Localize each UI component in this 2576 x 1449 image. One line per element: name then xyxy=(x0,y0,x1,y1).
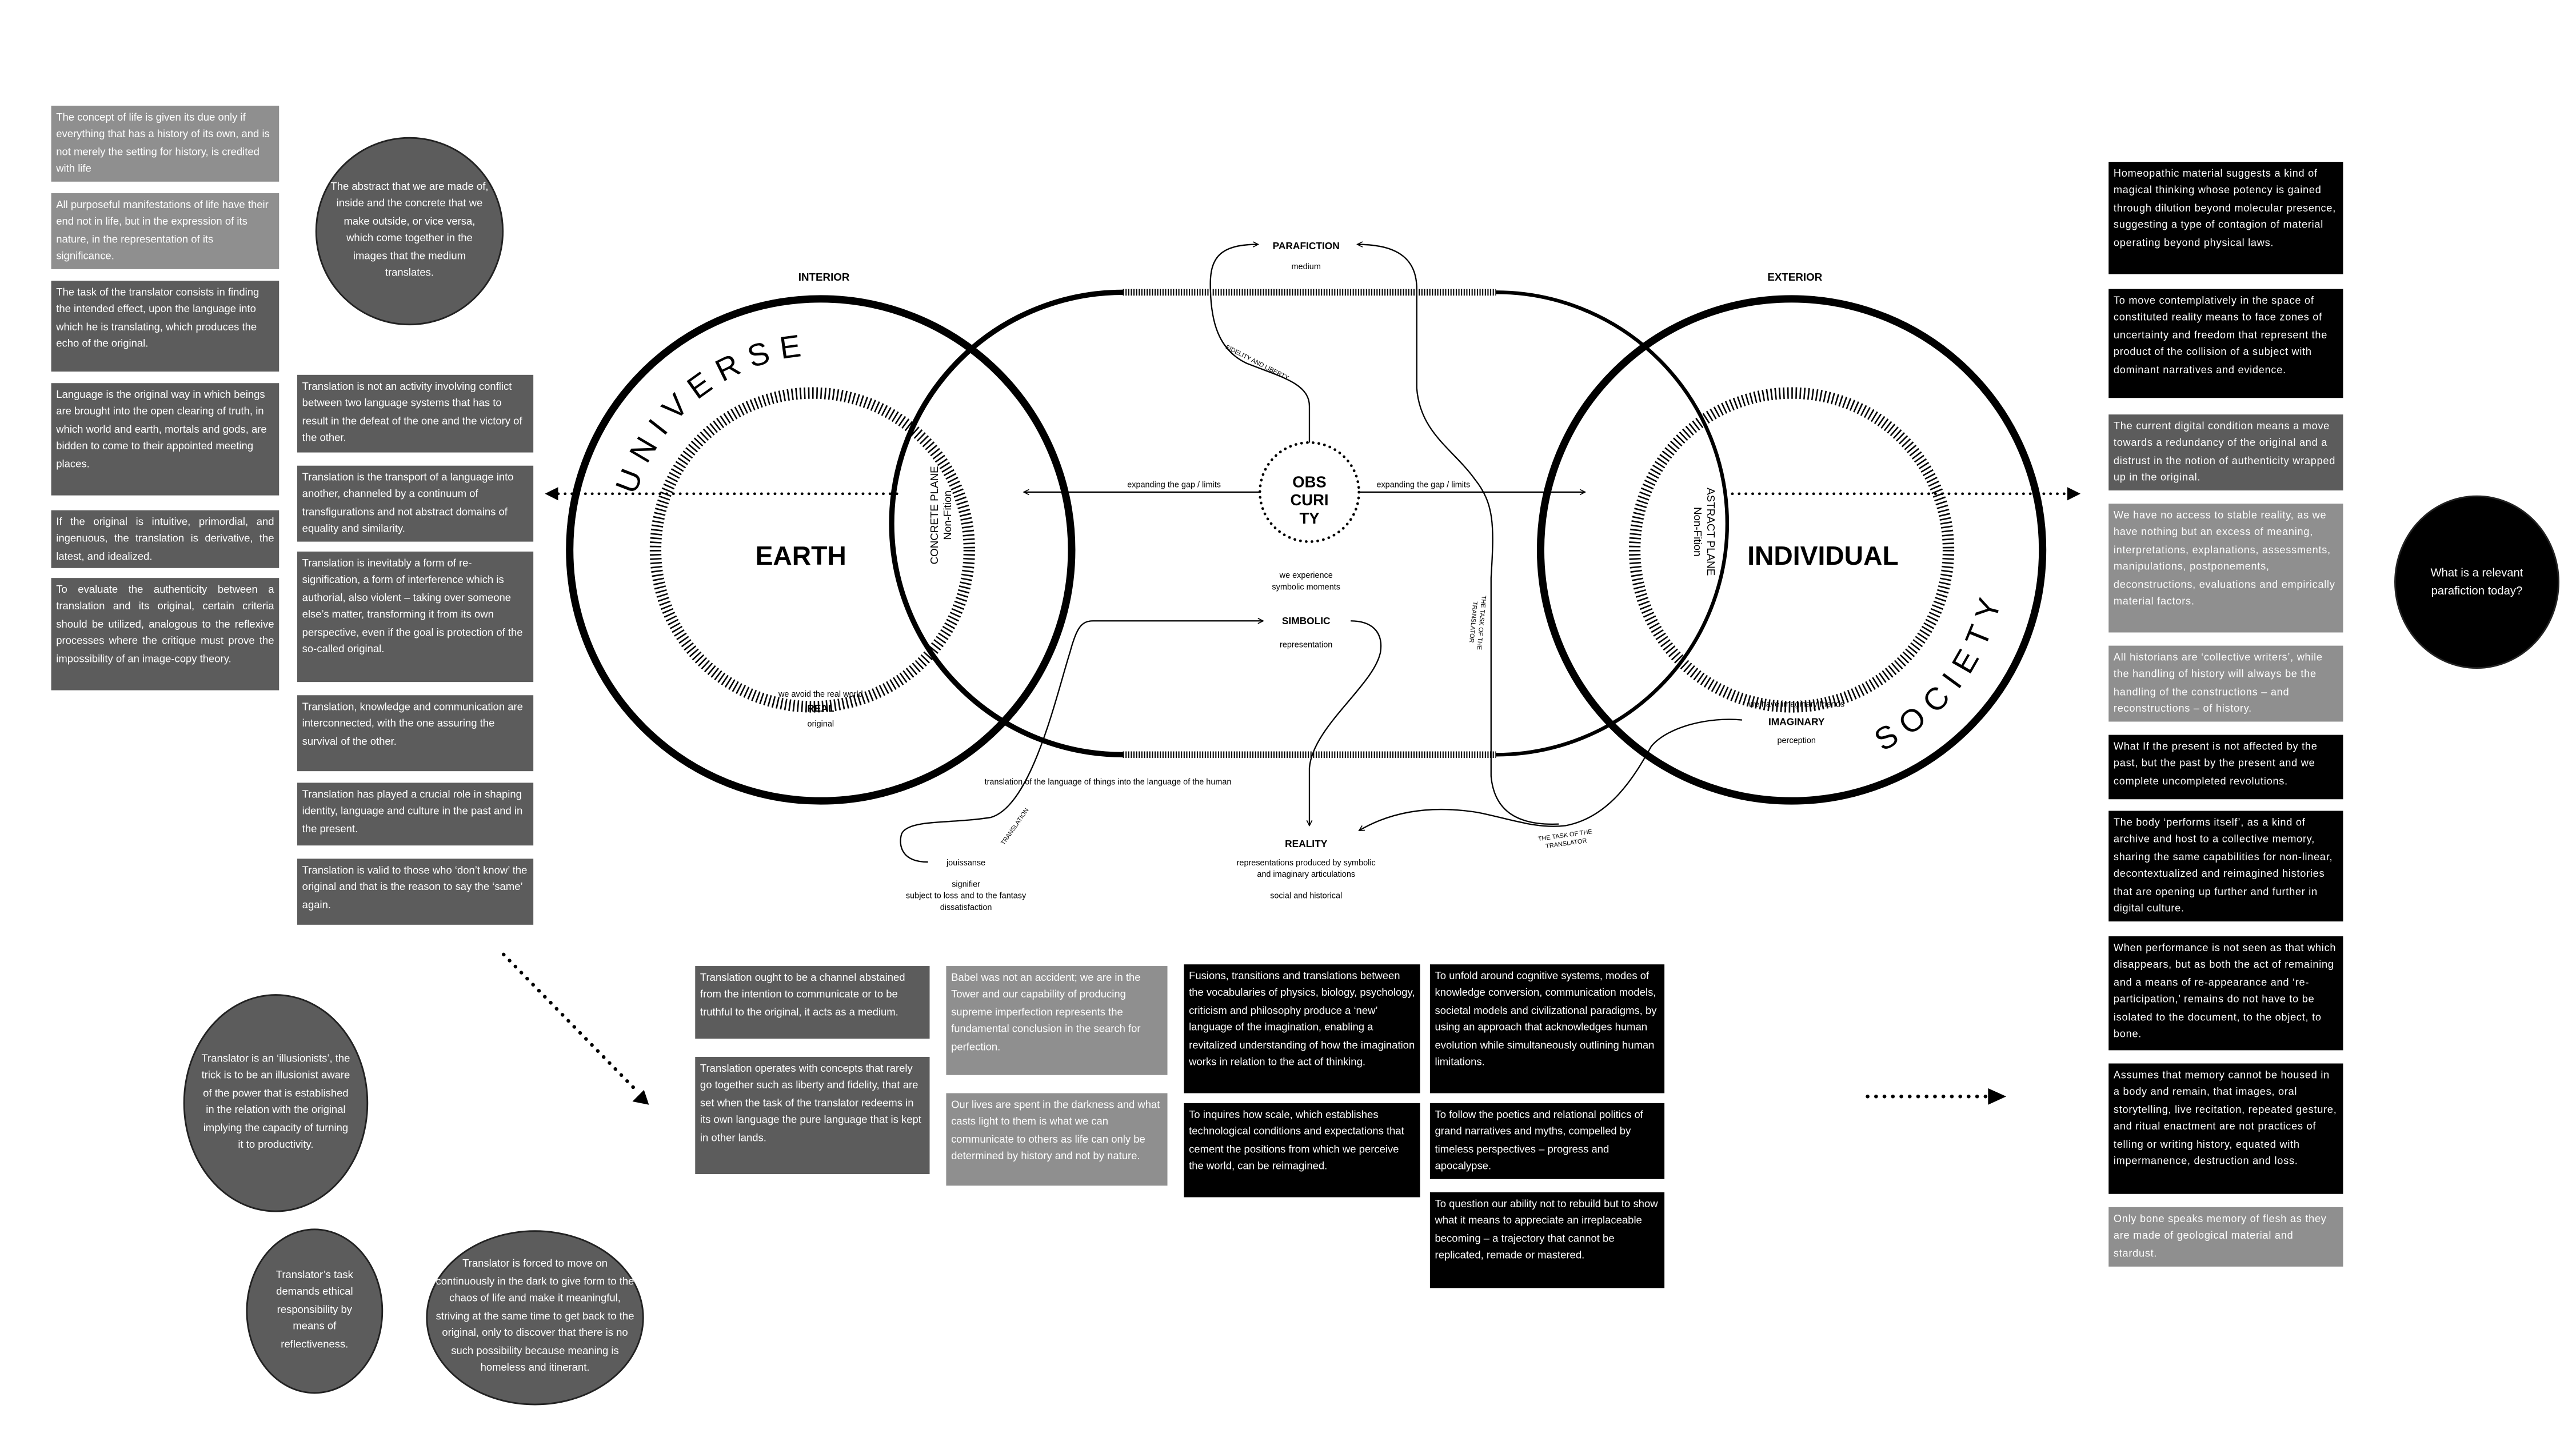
obscurity-line: CURI xyxy=(1290,491,1328,509)
individual-hatched-ring xyxy=(1628,387,1955,713)
imaginary-label: IMAGINARY xyxy=(1768,716,1825,727)
diagonal-arrowhead-icon xyxy=(632,1089,649,1105)
right-flow-arrowhead-icon xyxy=(1988,1088,2007,1105)
concrete-plane-label: CONCRETE PLANE xyxy=(928,466,940,564)
translation-note: Translation is the transport of a langua… xyxy=(297,465,534,542)
experience-label: we experience xyxy=(1279,571,1333,580)
universe-text: UNIVERSE xyxy=(608,326,802,498)
quote-note: Language is the original way in which be… xyxy=(51,383,279,496)
reality-desc: and imaginary articulations xyxy=(1257,870,1355,879)
channel-note: Translation operates with concepts that … xyxy=(695,1056,930,1175)
imaginary-top: we have imaginary friends xyxy=(1748,700,1844,709)
reality-note: All historians are ‘collective writers’,… xyxy=(2108,645,2343,722)
signifier-desc: subject to loss and to the fantasy xyxy=(906,892,1027,901)
translation-note: Translation is valid to those who ‘don’t… xyxy=(297,859,534,925)
society-label: SOCIETY xyxy=(1868,585,2010,758)
goal-note: To follow the poetics and relational pol… xyxy=(1429,1103,1665,1179)
reality-desc: social and historical xyxy=(1270,892,1342,901)
quote-note: The task of the translator consists in f… xyxy=(51,281,279,372)
translator-circle: Translator’s task demands ethical respon… xyxy=(246,1228,384,1394)
society-text: SOCIETY xyxy=(1868,585,2000,758)
parafiction-label: PARAFICTION xyxy=(1273,240,1340,252)
earth-hatched-ring xyxy=(649,387,975,713)
gap-label-right: expanding the gap / limits xyxy=(1376,480,1470,489)
translation-note: Translation is inevitably a form of re-s… xyxy=(297,551,534,682)
quote-note: If the original is intuitive, primordial… xyxy=(51,510,279,568)
task-curve xyxy=(1357,245,1559,825)
reality-note: Only bone speaks memory of flesh as they… xyxy=(2108,1207,2343,1267)
goal-note: To unfold around cognitive systems, mode… xyxy=(1429,964,1665,1093)
stadium-shape xyxy=(889,289,1730,759)
earth-label: EARTH xyxy=(756,541,846,570)
babel-note: Babel was not an accident; we are in the… xyxy=(946,966,1168,1075)
simbolic-curve xyxy=(1309,620,1382,825)
obscurity-circle xyxy=(1258,441,1360,543)
translator-circle: Translator is an ‘illusionists’, the tri… xyxy=(183,994,369,1212)
reality-note: Homeopathic material suggests a kind of … xyxy=(2108,162,2343,274)
flow-dotted-arrow-diagonal xyxy=(501,952,640,1093)
gap-label-left: expanding the gap / limits xyxy=(1127,480,1221,489)
channel-note: Translation ought to be a channel abstai… xyxy=(695,966,930,1039)
goal-note: Fusions, transitions and translations be… xyxy=(1184,964,1420,1093)
translator-circle-text: Translator is forced to move on continuo… xyxy=(436,1259,634,1375)
reality-note: Assumes that memory cannot be housed in … xyxy=(2108,1063,2343,1194)
abstract-circle: The abstract that we are made of, inside… xyxy=(315,137,504,326)
abstract-circle-text: The abstract that we are made of, inside… xyxy=(330,181,489,280)
exterior-label: EXTERIOR xyxy=(1767,271,1822,283)
abstract-plane-label: ASTRACT PLANE xyxy=(1705,488,1717,576)
abstract-plane-sub: Non-Fition xyxy=(1692,507,1704,557)
obscurity-line: OBS xyxy=(1292,473,1326,490)
signifier-desc: dissatisfaction xyxy=(940,903,992,912)
reality-note: The current digital condition means a mo… xyxy=(2108,414,2343,491)
imaginary-sub: perception xyxy=(1778,736,1816,745)
real-top: we avoid the real world xyxy=(778,690,863,699)
reality-desc: representations produced by symbolic xyxy=(1237,859,1376,868)
translation-curve xyxy=(900,621,1264,863)
experience-label: symbolic moments xyxy=(1272,582,1340,592)
quote-note: To evaluate the authenticity between a t… xyxy=(51,578,279,690)
interior-label: INTERIOR xyxy=(798,271,850,283)
parafiction-sub: medium xyxy=(1292,262,1321,272)
translation-line-label: translation of the language of things in… xyxy=(985,777,1232,787)
babel-note: Our lives are spent in the darkness and … xyxy=(946,1093,1168,1186)
imaginary-curve xyxy=(1359,718,1743,832)
reality-note: To move contemplatively in the space of … xyxy=(2108,289,2343,398)
question-circle: What is a relevant parafiction today? xyxy=(2394,495,2559,669)
reality-note: The body ‘performs itself’, as a kind of… xyxy=(2108,811,2343,922)
concrete-plane-sub: Non-Fition xyxy=(941,490,953,540)
quote-note: The concept of life is given its due onl… xyxy=(51,105,279,182)
reality-note: What If the present is not affected by t… xyxy=(2108,735,2343,800)
translation-note: Translation is not an activity involving… xyxy=(297,374,534,453)
left-arrowhead-icon xyxy=(545,487,558,501)
right-arrowhead-icon xyxy=(2067,487,2081,501)
reality-note: We have no access to stable reality, as … xyxy=(2108,504,2343,633)
real-sub: original xyxy=(808,720,834,729)
reality-note: When performance is not seen as that whi… xyxy=(2108,936,2343,1051)
simbolic-label: SIMBOLIC xyxy=(1282,615,1331,626)
quote-note: All purposeful manifestations of life ha… xyxy=(51,193,279,269)
signifier-label: signifier xyxy=(952,880,980,889)
goal-note: To question our ability not to rebuild b… xyxy=(1429,1192,1665,1288)
translation-tag: TRANSLATION xyxy=(1000,807,1030,847)
translator-circle-text: Translator is an ‘illusionists’, the tri… xyxy=(201,1052,350,1151)
fidelity-label: FIDELITY AND LIBERTY xyxy=(1224,344,1290,382)
translation-note: Translation has played a crucial role in… xyxy=(297,783,534,846)
goal-note: To inquires how scale, which establishes… xyxy=(1184,1103,1420,1197)
question-circle-text: What is a relevant parafiction today? xyxy=(2430,567,2523,597)
individual-label: INDIVIDUAL xyxy=(1747,541,1898,570)
simbolic-sub: representation xyxy=(1280,640,1332,649)
universe-label: UNIVERSE xyxy=(608,326,813,498)
society-circle xyxy=(1536,295,2047,805)
fidelity-curve xyxy=(1209,245,1311,443)
reality-label: REALITY xyxy=(1285,838,1328,849)
translation-note: Translation, knowledge and communication… xyxy=(297,695,534,772)
obscurity-line: TY xyxy=(1299,509,1319,527)
jouissanse-label: jouissanse xyxy=(946,859,985,868)
real-label: REAL xyxy=(807,702,834,714)
translator-circle: Translator is forced to move on continuo… xyxy=(426,1230,644,1406)
translator-circle-text: Translator’s task demands ethical respon… xyxy=(275,1269,353,1351)
universe-circle xyxy=(566,295,1076,805)
